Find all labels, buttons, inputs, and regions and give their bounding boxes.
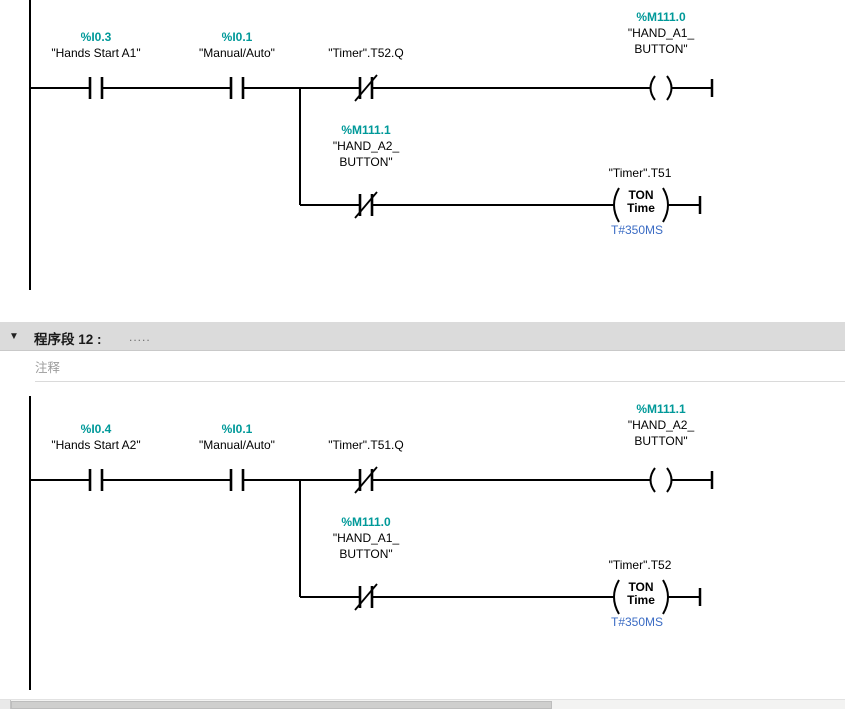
- scrollbar-thumb[interactable]: [11, 701, 552, 709]
- coil-address[interactable]: %M111.0: [636, 10, 686, 24]
- timer-name[interactable]: "Timer".T52: [608, 558, 672, 572]
- network-title-dots: .....: [129, 330, 151, 344]
- network-title[interactable]: 程序段 12 :: [34, 332, 102, 347]
- coil-symbol[interactable]: [643, 464, 679, 496]
- contact-name[interactable]: "Hands Start A1": [51, 46, 141, 60]
- timer-type-label: TON: [628, 580, 654, 594]
- nc-contact-address[interactable]: %M111.0: [341, 515, 391, 529]
- nc-contact-name[interactable]: "HAND_A1_: [332, 531, 400, 545]
- no-contact-symbol[interactable]: [82, 72, 110, 104]
- nc-contact-name[interactable]: BUTTON": [339, 547, 393, 561]
- contact-name[interactable]: "Hands Start A2": [51, 438, 141, 452]
- no-contact-symbol[interactable]: [223, 72, 251, 104]
- nc-contact-name[interactable]: "Timer".T51.Q: [328, 438, 404, 452]
- no-contact-symbol[interactable]: [223, 464, 251, 496]
- nc-contact-address[interactable]: %M111.1: [341, 123, 391, 137]
- contact-address[interactable]: %I0.1: [221, 30, 253, 44]
- nc-contact-symbol[interactable]: [352, 72, 380, 104]
- horizontal-scrollbar[interactable]: [0, 699, 845, 709]
- contact-address[interactable]: %I0.3: [80, 30, 112, 44]
- coil-symbol[interactable]: [643, 72, 679, 104]
- timer-preset[interactable]: T#350MS: [610, 223, 664, 237]
- comment-divider: [35, 381, 845, 382]
- network-11: %I0.3 "Hands Start A1" %I0.1 "Manual/Aut…: [0, 0, 845, 322]
- timer-preset[interactable]: T#350MS: [610, 615, 664, 629]
- timer-coil-symbol[interactable]: [609, 185, 673, 225]
- nc-contact-name[interactable]: BUTTON": [339, 155, 393, 169]
- contact-name[interactable]: "Manual/Auto": [199, 438, 275, 452]
- contact-name[interactable]: "Manual/Auto": [199, 46, 275, 60]
- collapse-arrow-icon[interactable]: ▼: [9, 331, 19, 342]
- network-12-header[interactable]: ▼ 程序段 12 : .....: [0, 322, 845, 351]
- timer-coil-symbol[interactable]: [609, 577, 673, 617]
- network-comment[interactable]: 注释: [35, 361, 61, 375]
- contact-address[interactable]: %I0.1: [221, 422, 253, 436]
- nc-contact-name[interactable]: "HAND_A2_: [332, 139, 400, 153]
- ladder-wires: [29, 0, 714, 290]
- timer-name[interactable]: "Timer".T51: [608, 166, 672, 180]
- nc-contact-symbol[interactable]: [352, 189, 380, 221]
- network-comment-row: 注释: [0, 351, 845, 392]
- nc-contact-symbol[interactable]: [352, 581, 380, 613]
- coil-name[interactable]: BUTTON": [634, 42, 688, 56]
- timer-param-label: Time: [627, 593, 655, 607]
- no-contact-symbol[interactable]: [82, 464, 110, 496]
- nc-contact-symbol[interactable]: [352, 464, 380, 496]
- coil-name[interactable]: "HAND_A1_: [627, 26, 695, 40]
- ladder-wires: [29, 396, 714, 690]
- coil-name[interactable]: "HAND_A2_: [627, 418, 695, 432]
- scrollbar-corner: [0, 700, 11, 709]
- contact-address[interactable]: %I0.4: [80, 422, 112, 436]
- network-12: %I0.4 "Hands Start A2" %I0.1 "Manual/Aut…: [0, 392, 845, 699]
- coil-name[interactable]: BUTTON": [634, 434, 688, 448]
- timer-type-label: TON: [628, 188, 654, 202]
- coil-address[interactable]: %M111.1: [636, 402, 686, 416]
- nc-contact-name[interactable]: "Timer".T52.Q: [328, 46, 404, 60]
- timer-param-label: Time: [627, 201, 655, 215]
